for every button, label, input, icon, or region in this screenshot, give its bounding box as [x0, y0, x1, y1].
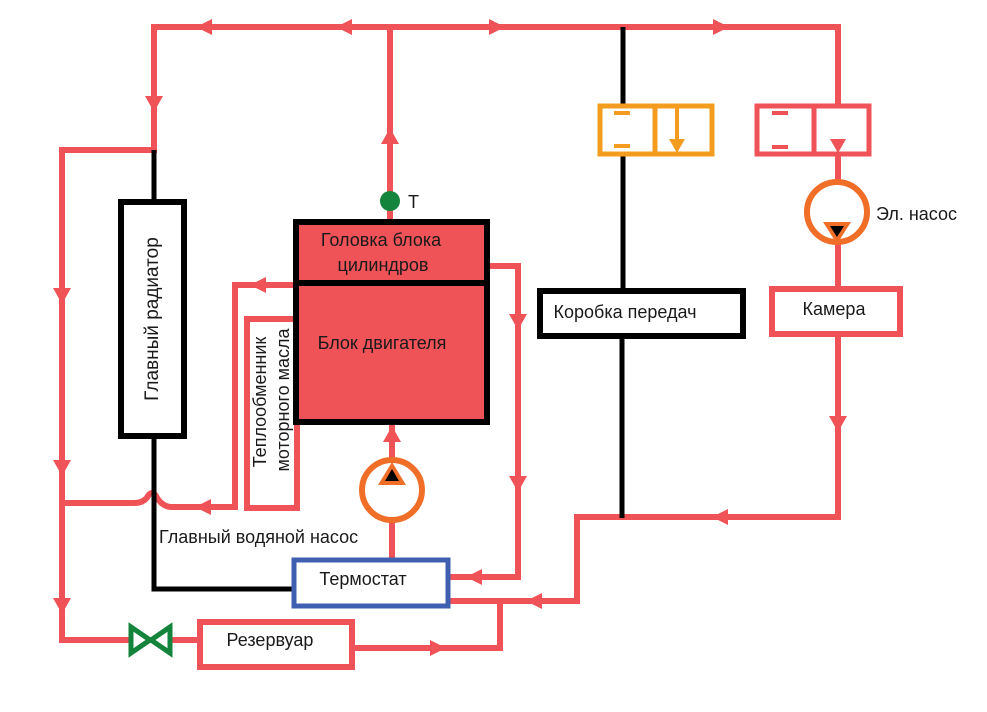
radiator-label: Главный радиатор	[142, 237, 163, 401]
temperature-sensor-label: Т	[408, 192, 419, 212]
reservoir-label: Резервуар	[227, 630, 314, 650]
arrow-left-icon	[336, 19, 352, 35]
main-radiator: Главный радиатор	[118, 199, 187, 439]
thermostat-label: Термостат	[319, 569, 406, 589]
chamber-label: Камера	[803, 299, 867, 319]
arrow-down-icon	[829, 416, 847, 432]
arrow-right-icon	[430, 640, 446, 656]
pipe-chamber-return	[447, 327, 841, 604]
pipe-reservoir-out	[349, 598, 503, 651]
thermostat-box	[291, 557, 451, 609]
arrow-left-icon	[196, 19, 212, 35]
engine: Головка блока цилиндров Блок двигателя	[293, 219, 490, 425]
pipe-top-main	[151, 24, 841, 153]
pump-triangle-inner-icon	[385, 469, 399, 481]
arrow-left-icon	[250, 277, 266, 293]
shutoff-valve-icon	[128, 622, 173, 658]
radiator-box	[118, 199, 187, 439]
electric-pump-label: Эл. насос	[876, 204, 957, 224]
pipe-left-bypass	[59, 147, 157, 643]
arrow-left-icon	[712, 509, 728, 525]
arrow-down-icon	[53, 460, 71, 476]
arrow-down-icon	[53, 598, 71, 614]
cylinder-head-label-1: Головка блока	[321, 230, 442, 250]
radiator-to-thermostat-link	[151, 436, 294, 592]
arrow-left-icon	[466, 569, 482, 585]
flow-arrows	[53, 19, 847, 656]
chamber-control-valve	[754, 103, 872, 157]
cylinder-head-label-2: цилиндров	[338, 255, 429, 275]
gearbox-box	[537, 288, 746, 339]
arrow-down-icon	[509, 314, 527, 330]
electric-pump	[804, 179, 870, 245]
valve-flow-arrow-icon	[669, 139, 685, 153]
oil-cooler-label-2: моторного масла	[273, 327, 293, 471]
gearbox-label: Коробка передач	[554, 302, 697, 322]
main-pump-label: Главный водяной насос	[159, 527, 358, 547]
pipe-head-to-thermostat	[447, 263, 521, 580]
arrow-right-icon	[489, 19, 505, 35]
pump-circle-icon	[359, 457, 425, 523]
main-water-pump	[359, 457, 425, 523]
arrow-left-icon	[195, 499, 211, 515]
arrow-down-icon	[53, 288, 71, 304]
oil-cooler-box	[244, 316, 300, 511]
oil-cooler-label-1: Теплообменник	[250, 337, 270, 468]
arrow-up-icon	[381, 128, 399, 144]
arrow-down-icon	[145, 96, 163, 112]
temperature-sensor-icon	[380, 191, 400, 211]
structure-lines	[151, 27, 626, 592]
gearbox-control-valve	[597, 103, 715, 157]
chamber-box	[769, 286, 903, 337]
engine-outline	[293, 219, 490, 425]
reservoir-box	[197, 619, 355, 670]
arrow-left-icon	[526, 593, 542, 609]
valve-flow-arrow-icon	[830, 139, 846, 153]
pump-triangle-inner-icon	[830, 226, 844, 237]
arrow-right-icon	[713, 19, 729, 35]
arrow-up-icon	[383, 426, 401, 442]
engine-block-label: Блок двигателя	[318, 333, 447, 353]
arrow-down-icon	[509, 476, 527, 492]
